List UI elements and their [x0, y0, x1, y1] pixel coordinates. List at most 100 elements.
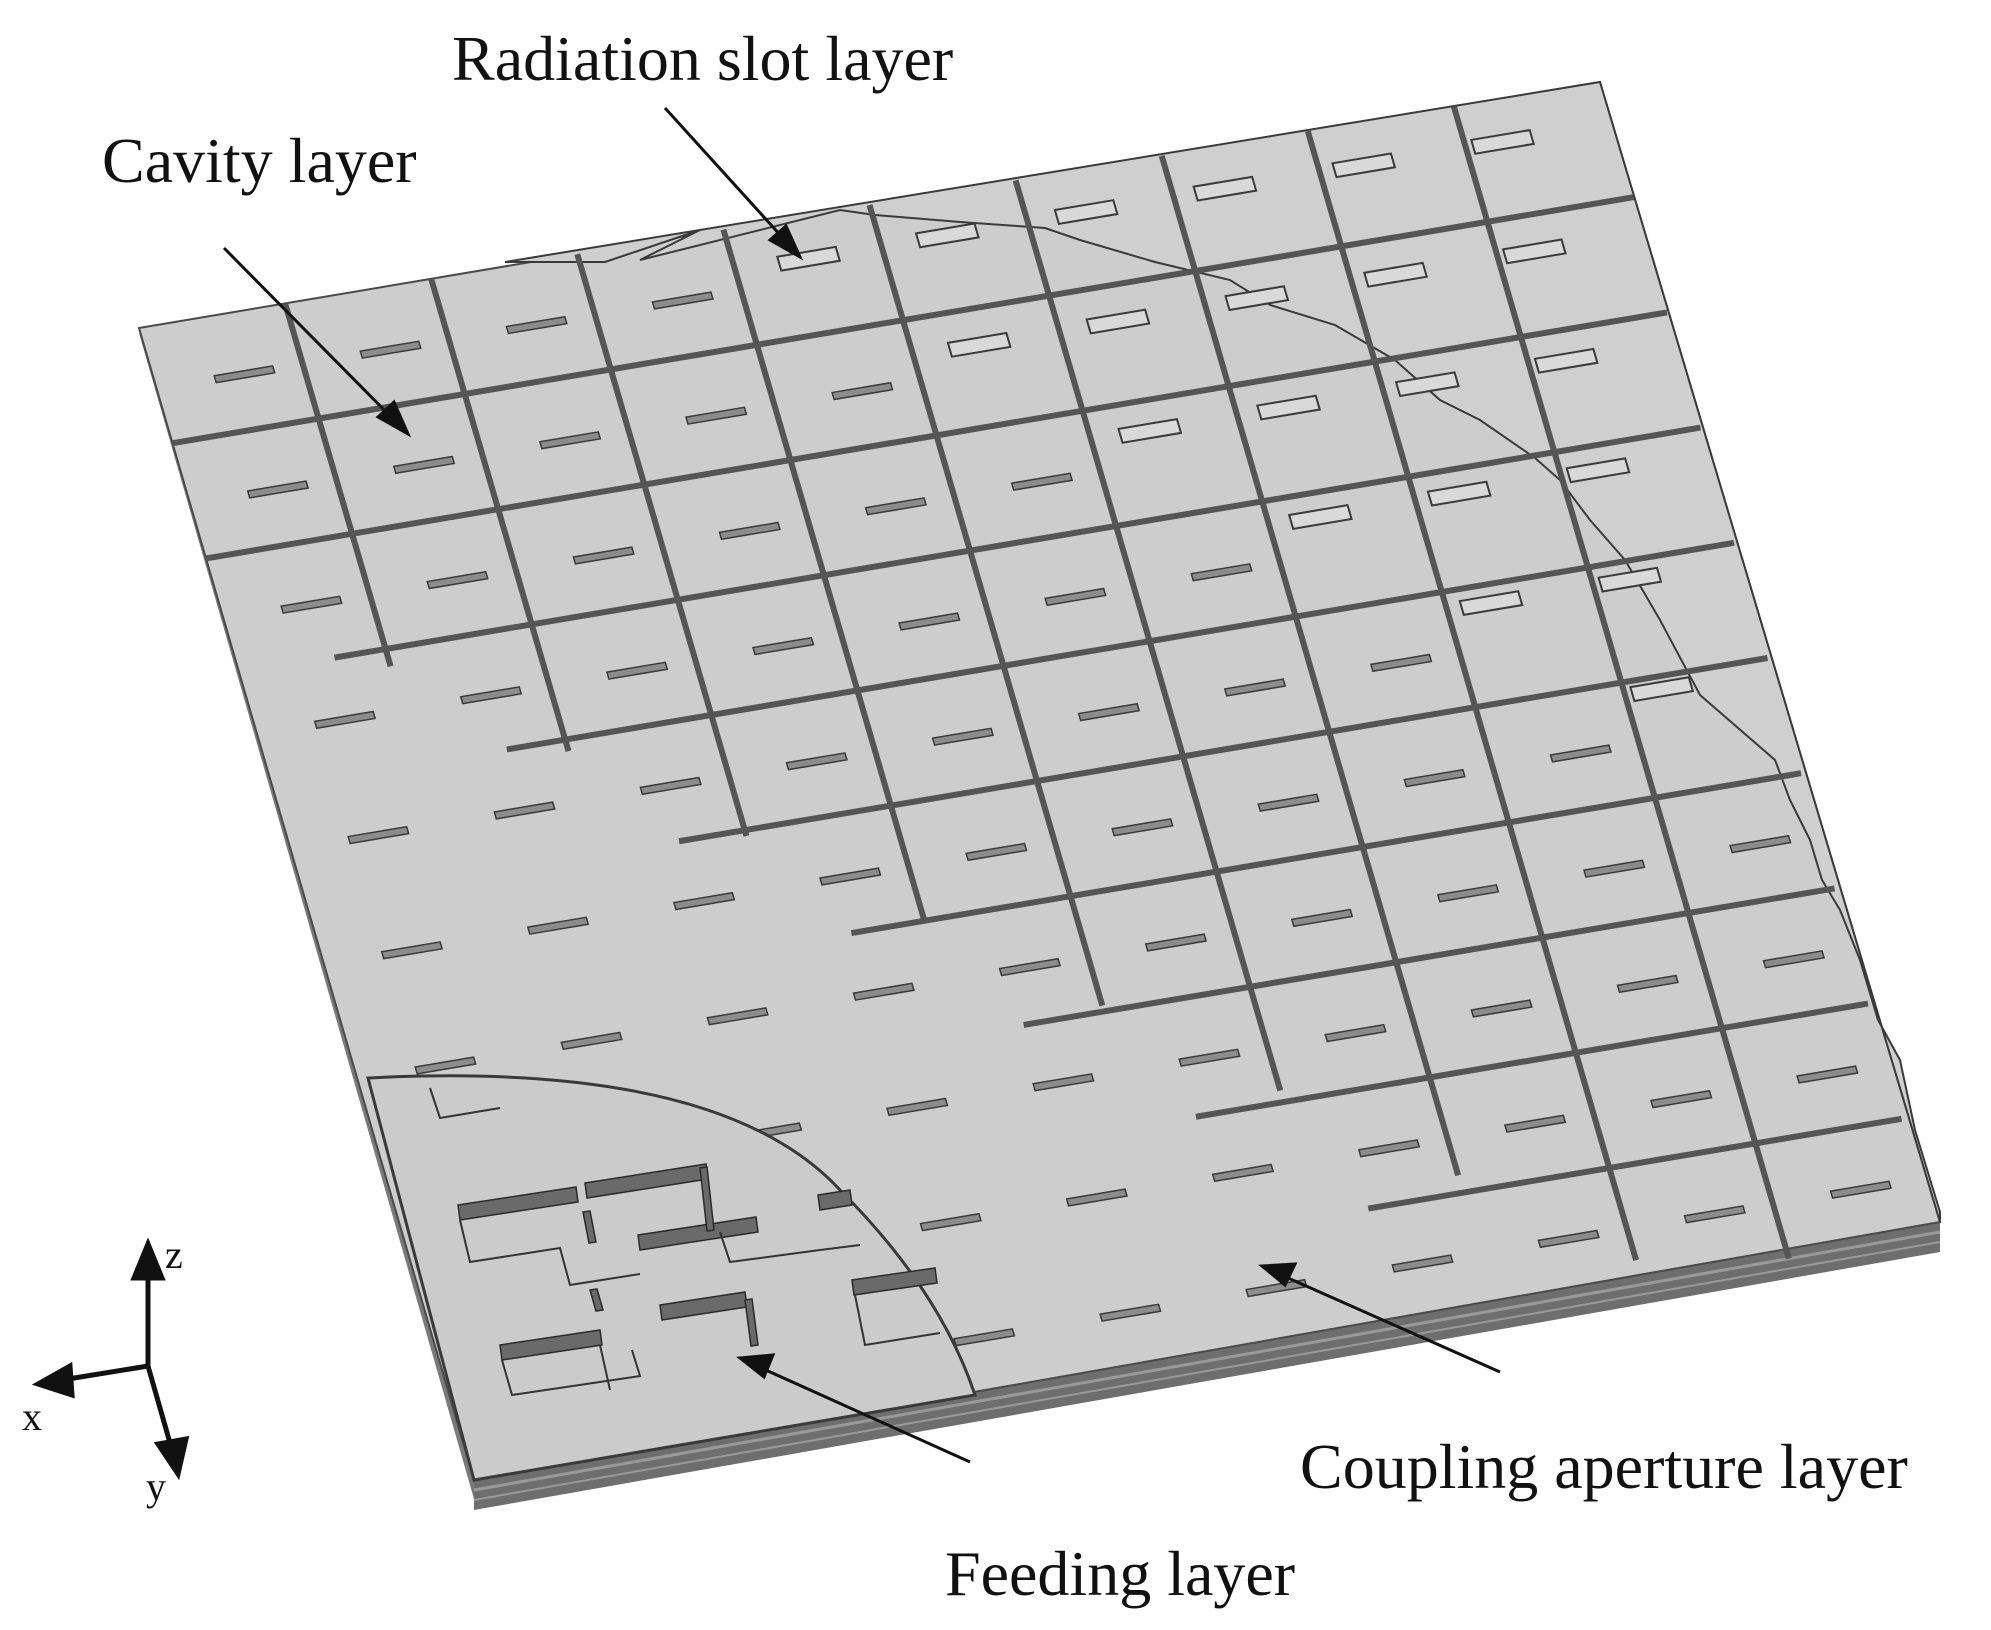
coupling-aperture	[1257, 793, 1320, 812]
radiation-slot	[1117, 417, 1183, 444]
radiation-slots	[776, 128, 1695, 703]
radiation-slot	[1287, 504, 1353, 530]
coupling-aperture-label: Coupling aperture layer	[1300, 1431, 1908, 1502]
coupling-aperture	[560, 1031, 623, 1051]
coupling-aperture	[852, 982, 915, 1001]
radiation-slot	[1565, 457, 1631, 484]
coupling-aperture	[785, 752, 848, 771]
coupling-aperture	[1369, 653, 1433, 673]
radiation-slot	[946, 331, 1012, 358]
coupling-aperture	[752, 636, 815, 656]
coupling-aperture	[526, 916, 590, 935]
coupling-apertures	[213, 291, 1892, 1347]
coupling-aperture	[1032, 1073, 1095, 1092]
cavity-layer-label: Cavity layer	[102, 125, 417, 196]
radiation-slot	[1224, 285, 1290, 312]
coupling-aperture	[1077, 702, 1141, 722]
coupling-aperture	[1324, 1023, 1387, 1043]
radiation-slot	[776, 245, 842, 272]
coupling-aperture	[1223, 678, 1287, 697]
feeding-arrow-head	[736, 1353, 776, 1380]
feeding-layer-cutaway	[366, 1074, 977, 1482]
coupling-aperture	[1762, 950, 1825, 969]
coupling-aperture	[1650, 1089, 1713, 1109]
cavity-wall-line	[333, 424, 1701, 661]
coupling-arrow-head	[1258, 1262, 1298, 1288]
cavity-wall-line	[172, 194, 1634, 447]
coupling-aperture	[1616, 974, 1679, 994]
coupling-aperture	[505, 315, 568, 335]
feeding-layer-label: Feeding layer	[945, 1538, 1295, 1609]
coupling-aperture	[1729, 834, 1792, 854]
y-axis-label: y	[146, 1464, 166, 1509]
cavity-wall-line	[866, 204, 1106, 1007]
coupling-aperture	[1044, 587, 1107, 607]
coupling-aperture	[380, 941, 444, 960]
cavity-wall-line	[574, 253, 750, 837]
radiation-slot	[1192, 175, 1258, 202]
coupling-aperture	[651, 291, 714, 310]
coupling-aperture	[1357, 1139, 1421, 1158]
cavity-arrow-head	[375, 399, 412, 438]
radiation-slot	[1458, 590, 1524, 617]
coupling-aperture	[1549, 744, 1612, 763]
cavity-wall-line	[1012, 179, 1284, 1092]
x-axis-arrow	[31, 1361, 75, 1399]
radiation-slot	[1053, 199, 1119, 225]
coupling-aperture	[246, 480, 310, 499]
y-axis-arrow	[153, 1435, 190, 1481]
cavity-wall-line	[1367, 1115, 1902, 1212]
coupling-aperture	[1010, 472, 1074, 491]
coupling-aperture	[1111, 818, 1174, 837]
coupling-aperture	[965, 842, 1028, 862]
coupling-aperture	[1211, 1163, 1275, 1183]
radiation-slot	[1394, 371, 1460, 398]
coupling-aperture	[572, 546, 635, 565]
coupling-aperture	[1436, 884, 1500, 903]
coupling-aperture	[998, 957, 1061, 977]
coupling-aperture	[718, 521, 781, 541]
cavity-grid	[172, 105, 1902, 1261]
coupling-aperture	[919, 1212, 982, 1232]
coupling-aperture	[1099, 1303, 1162, 1322]
cavity-wall-line	[1023, 885, 1835, 1028]
radiation-slot	[1426, 480, 1492, 507]
plate-side-bottom	[474, 1222, 1940, 1510]
coupling-aperture	[359, 340, 422, 359]
coupling-aperture	[1470, 999, 1533, 1018]
coupling-aperture	[213, 365, 276, 384]
cavity-wall-line	[850, 770, 1802, 937]
coupling-aperture	[672, 891, 736, 911]
radiation-arrow-head	[767, 223, 804, 261]
coupling-aperture	[864, 497, 927, 516]
coupling-aperture	[831, 381, 894, 401]
coupling-aperture	[392, 455, 456, 475]
coupling-aperture	[706, 1007, 769, 1026]
radiation-slot	[1501, 238, 1567, 265]
radiation-slot	[1256, 394, 1322, 421]
cavity-wall-line	[205, 309, 1668, 562]
coupling-aperture	[898, 612, 961, 631]
feeding-outline-lines	[429, 1087, 941, 1397]
coupling-aperture	[426, 570, 489, 590]
coupling-aperture	[1178, 1048, 1241, 1067]
coupling-aperture	[1065, 1188, 1128, 1207]
cavity-wall-line	[1195, 1000, 1869, 1120]
radiation-slot	[1469, 128, 1535, 155]
feeding-waveguide-walls	[457, 1163, 938, 1361]
z-axis-label: z	[165, 1232, 183, 1277]
coupling-aperture	[313, 710, 377, 730]
coupling-aperture	[414, 1056, 477, 1075]
coupling-aperture	[685, 406, 748, 425]
coupling-aperture	[605, 661, 669, 680]
coupling-aperture	[1403, 768, 1466, 788]
z-axis-arrow	[130, 1237, 166, 1281]
cavity-wall-line	[282, 302, 394, 668]
cavity-wall-line	[428, 277, 572, 752]
coupling-aperture	[347, 825, 410, 845]
coupling-aperture	[1583, 859, 1646, 878]
radiation-slot	[1597, 566, 1663, 593]
coupling-aperture	[1290, 908, 1354, 928]
coupling-aperture	[538, 431, 602, 450]
